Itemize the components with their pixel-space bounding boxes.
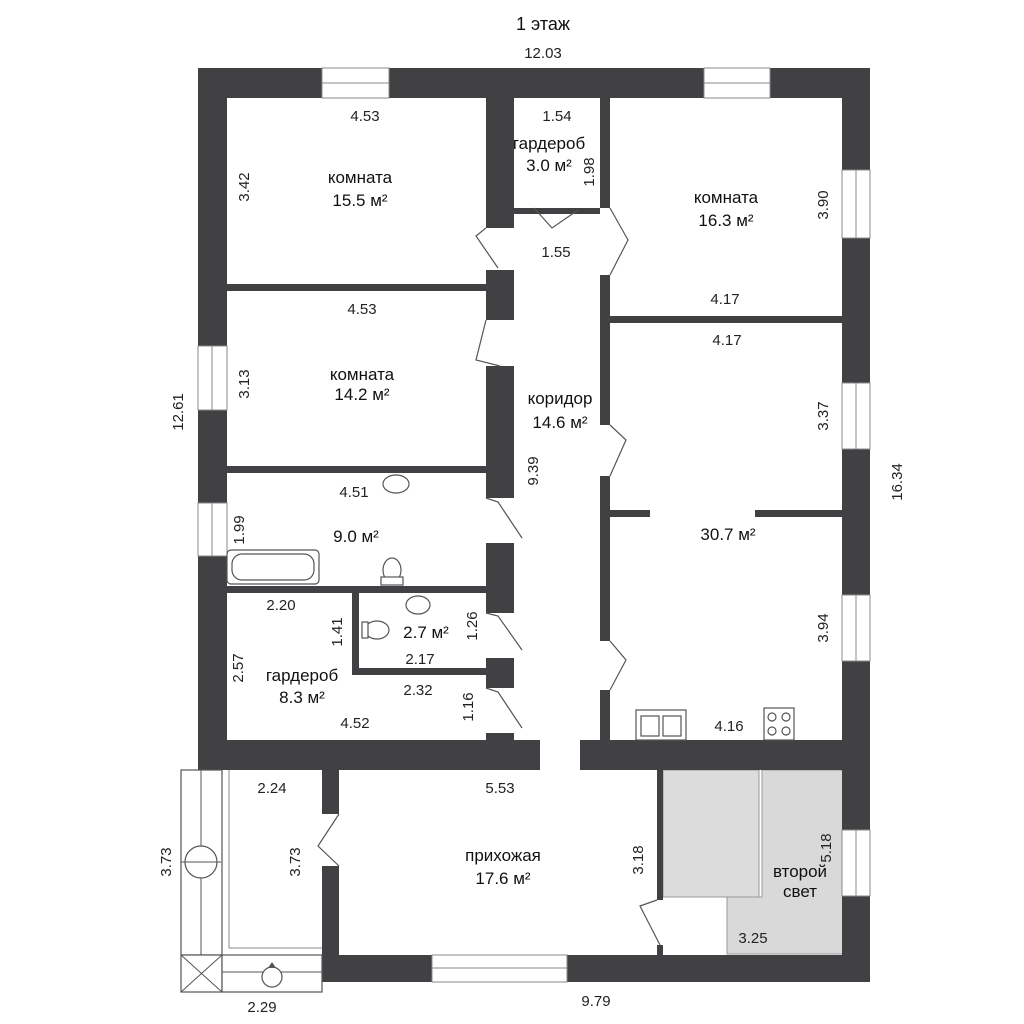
dim-right-top-height: 3.90 [815, 190, 832, 219]
dim-veranda-height: 3.73 [287, 847, 304, 876]
dim-small-passage: 1.16 [460, 692, 477, 721]
hall-area: 17.6 м² [475, 869, 530, 888]
doors [317, 207, 661, 946]
dim-wc-width: 2.17 [405, 651, 434, 668]
dim-veranda-width: 2.24 [257, 780, 286, 797]
dim-veranda-bottom: 2.29 [247, 999, 276, 1016]
room2-area: 14.2 м² [334, 385, 389, 404]
room1-area: 15.5 м² [332, 191, 387, 210]
dim-wardrobe-bottom-top: 2.20 [266, 597, 295, 614]
dim-big-room-height: 3.94 [815, 613, 832, 642]
dim-wardrobe-top-width: 1.54 [542, 108, 571, 125]
room-right-area: 16.3 м² [698, 211, 753, 230]
corridor-area: 14.6 м² [532, 413, 587, 432]
dim-right-mid-height: 3.37 [815, 401, 832, 430]
dim-bath-height: 1.99 [231, 515, 248, 544]
wardrobe-bottom-area: 8.3 м² [279, 688, 325, 707]
dim-r2-width: 4.53 [347, 301, 376, 318]
dim-wc-height-right: 1.26 [464, 611, 481, 640]
dim-wardrobe-bottom-inner: 2.32 [403, 682, 432, 699]
corridor-name: коридор [528, 389, 593, 408]
dim-veranda-outer: 3.73 [158, 847, 175, 876]
dim-corridor-length: 9.39 [525, 456, 542, 485]
floor-title: 1 этаж [516, 14, 570, 34]
dim-wardrobe-top-height: 1.98 [581, 157, 598, 186]
dim-big-room-width: 4.16 [714, 718, 743, 735]
dim-hall-height: 3.18 [630, 845, 647, 874]
dim-wc-height-left: 1.41 [329, 617, 346, 646]
hall-name: прихожая [465, 846, 541, 865]
room1-name: комната [328, 168, 393, 187]
big-room-area: 30.7 м² [700, 525, 755, 544]
wardrobe-top-area: 3.0 м² [526, 156, 572, 175]
dim-corridor-top: 1.55 [541, 244, 570, 261]
bathroom-area: 9.0 м² [333, 527, 379, 546]
veranda [180, 769, 323, 993]
windows [197, 67, 871, 983]
fixtures [226, 474, 795, 741]
room2-name: комната [330, 365, 395, 384]
dim-wardrobe-bottom-width: 4.52 [340, 715, 369, 732]
dim-r1-height: 3.42 [236, 172, 253, 201]
dim-second-light-height: 5.18 [818, 833, 835, 862]
dim-right-mid-width: 4.17 [712, 332, 741, 349]
dim-r1-width: 4.53 [350, 108, 379, 125]
wc-area: 2.7 м² [403, 623, 449, 642]
dim-wardrobe-bottom-height: 2.57 [230, 653, 247, 682]
dim-left-total: 12.61 [170, 393, 187, 431]
second-light-zone [662, 769, 760, 898]
dim-right-total: 16.34 [889, 463, 906, 501]
room-right-name: комната [694, 188, 759, 207]
dim-bath-width: 4.51 [339, 484, 368, 501]
second-light-name-1: второй [773, 862, 827, 881]
dim-right-top-width: 4.17 [710, 291, 739, 308]
dim-bottom-total: 9.79 [581, 993, 610, 1010]
dim-hall-width: 5.53 [485, 780, 514, 797]
dim-second-light-width: 3.25 [738, 930, 767, 947]
dim-top-total: 12.03 [524, 45, 562, 62]
dim-r2-height: 3.13 [236, 369, 253, 398]
second-light-name-2: свет [783, 882, 817, 901]
wardrobe-bottom-name: гардероб [266, 666, 339, 685]
wardrobe-top-name: гардероб [513, 134, 586, 153]
